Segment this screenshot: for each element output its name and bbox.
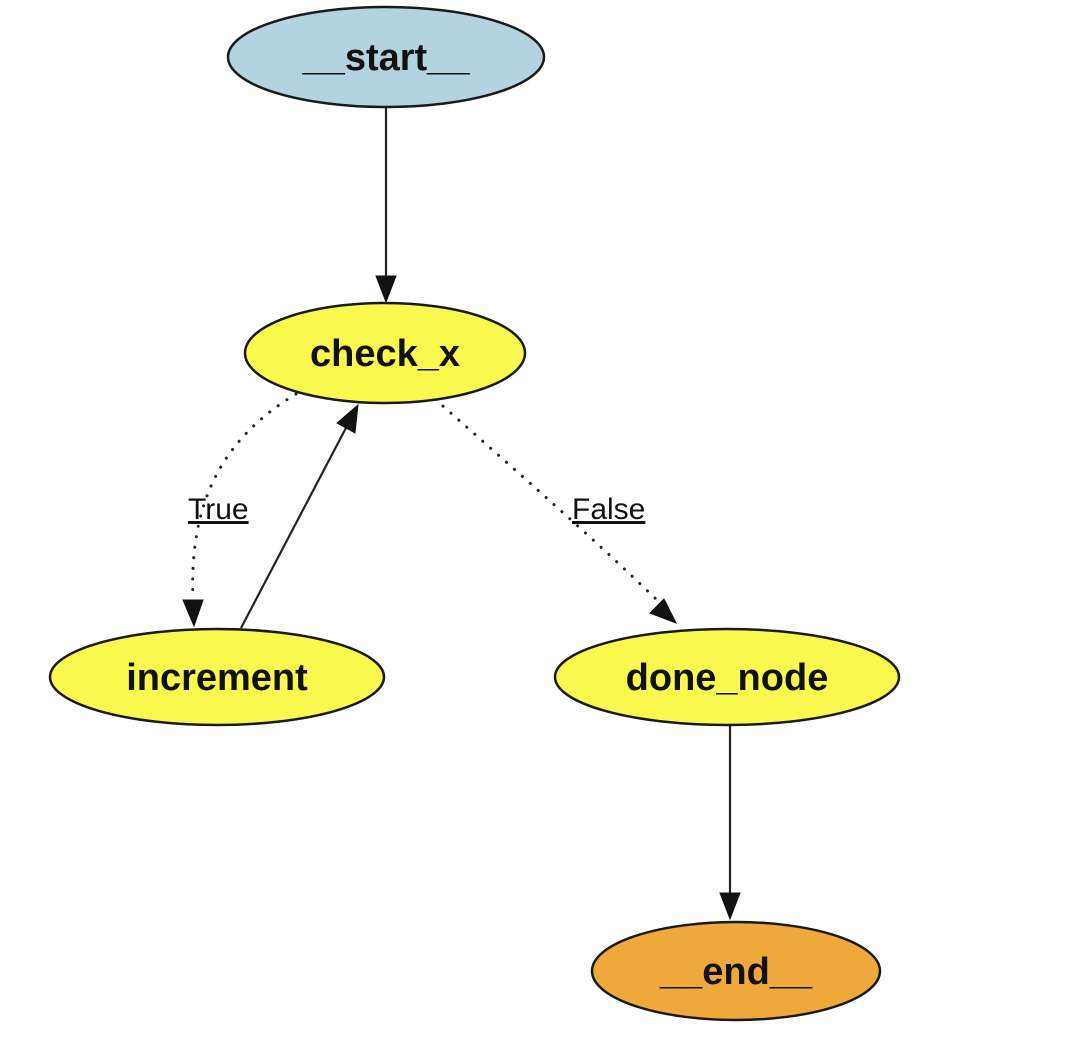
node-increment-label: increment xyxy=(126,657,308,699)
arrowhead-icon xyxy=(375,275,397,304)
edge-line xyxy=(433,397,660,603)
node-done-node: done_node xyxy=(553,627,901,727)
edge-increment-to-check-x xyxy=(240,403,359,629)
arrowhead-icon xyxy=(649,598,678,624)
node-check-x-shape xyxy=(243,301,527,405)
node-done-node-label: done_node xyxy=(626,657,829,699)
node-end: __end__ xyxy=(590,920,882,1022)
node-check-x-label: check_x xyxy=(310,333,460,375)
arrowhead-icon xyxy=(719,892,741,921)
arrowhead-icon xyxy=(336,403,359,434)
node-check-x: check_x xyxy=(243,301,527,405)
node-done-node-shape xyxy=(553,627,901,727)
arrowhead-icon xyxy=(182,599,204,628)
node-start-label: __start__ xyxy=(302,37,471,79)
edge-check-x-to-increment: True xyxy=(182,392,298,628)
edge-line xyxy=(240,425,348,629)
node-start: __start__ xyxy=(226,5,546,109)
edge-check-x-to-done-node: False xyxy=(433,397,678,624)
node-increment-shape xyxy=(48,627,386,727)
node-end-shape xyxy=(590,920,882,1022)
node-increment: increment xyxy=(48,627,386,727)
edge-label-true: True xyxy=(188,493,249,526)
node-start-shape xyxy=(226,5,546,109)
edge-label-false: False xyxy=(572,493,645,526)
edge-line xyxy=(191,392,298,602)
edge-done-node-to-end xyxy=(719,725,741,921)
node-end-label: __end__ xyxy=(659,951,813,993)
edge-start-to-check-x xyxy=(375,108,397,304)
